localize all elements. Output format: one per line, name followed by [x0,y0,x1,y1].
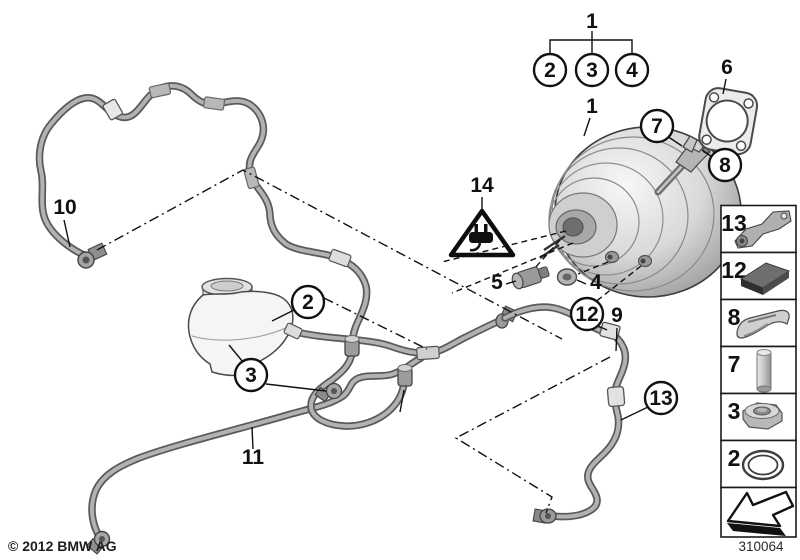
callout-circle-3[interactable]: 3 [574,52,610,88]
o-ring-thumb [741,449,785,481]
sidebar-back-arrow-box[interactable] [720,486,797,538]
spring-clip-thumb [736,309,790,339]
callout-14[interactable]: 14 [470,174,494,197]
diagram-number: 310064 [738,539,784,554]
callout-3-label[interactable]: 3 [586,59,598,82]
callout-circle-2[interactable]: 2 [532,52,568,88]
callout-1-booster[interactable]: 1 [586,95,598,118]
sidebar-item-2[interactable]: 2 [720,439,797,489]
sidebar-item-3[interactable]: 3 [720,392,797,442]
callout-11[interactable]: 11 [242,446,265,469]
dowel-pin-thumb [756,349,772,393]
foam-pad-thumb [739,262,791,295]
gasket [698,87,759,156]
callout-1-group[interactable]: 1 [586,10,598,33]
callout-2-label[interactable]: 2 [544,59,556,82]
callout-6[interactable]: 6 [721,56,733,79]
callout-circle-8[interactable]: 8 [707,147,743,183]
callout-8-label[interactable]: 8 [719,154,731,177]
sidebar-item-8[interactable]: 8 [720,298,797,348]
callout-4-label[interactable]: 4 [626,59,638,82]
callout-13-label[interactable]: 13 [649,387,672,410]
booster-pushrod-clevis [654,135,711,196]
parts-sidebar: 13 12 8 [720,204,797,538]
callout-3b-label[interactable]: 3 [245,364,257,387]
vacuum-pipe-9-13 [532,321,630,524]
sidebar-2-label[interactable]: 2 [728,445,741,471]
sidebar-item-7[interactable]: 7 [720,345,797,395]
grommet [556,268,578,286]
leader-lines [63,31,727,514]
callout-12-label[interactable]: 12 [575,303,598,326]
sidebar-13-label[interactable]: 13 [721,210,747,236]
callout-circle-7[interactable]: 7 [639,108,675,144]
sidebar-item-12[interactable]: 12 [720,251,797,301]
sidebar-3-label[interactable]: 3 [728,398,741,424]
callout-circle-3b[interactable]: 3 [233,357,269,393]
callout-9[interactable]: 9 [611,304,623,327]
banjo-fitting-middle [314,382,343,403]
callout-4b[interactable]: 4 [590,271,602,294]
expansion-tank [187,277,303,377]
vacuum-pipe-11 [88,354,425,544]
hex-nut-thumb [742,402,783,430]
brake-booster [539,126,742,298]
callout-circle-2b[interactable]: 2 [290,284,326,320]
tank-hose [292,305,519,361]
pipe-11-banjo-fitting [86,530,111,555]
callout-circle-4[interactable]: 4 [614,52,650,88]
electrical-plug-icon [469,224,493,252]
vacuum-pipe-10 [35,82,371,351]
callout-7-label[interactable]: 7 [651,115,663,138]
check-valve-fitting [511,266,550,290]
callout-10[interactable]: 10 [53,196,76,219]
sidebar-7-label[interactable]: 7 [728,351,741,377]
callout-1-group-label[interactable]: 1 [586,10,598,33]
callout-circle-12[interactable]: 12 [569,296,605,332]
callout-2b-label[interactable]: 2 [302,291,314,314]
pipe-10-banjo-fitting [77,242,108,269]
callout-circle-13[interactable]: 13 [643,380,679,416]
s-hose-with-elbows [307,335,413,430]
sidebar-item-13[interactable]: 13 [720,204,797,254]
mounting-bracket-thumb [734,210,792,249]
electrical-warning-triangle [448,208,516,258]
sidebar-8-label[interactable]: 8 [728,304,741,330]
copyright-text: © 2012 BMW AG [8,538,117,554]
back-arrow-icon[interactable] [726,490,795,536]
callout-5[interactable]: 5 [491,271,503,294]
